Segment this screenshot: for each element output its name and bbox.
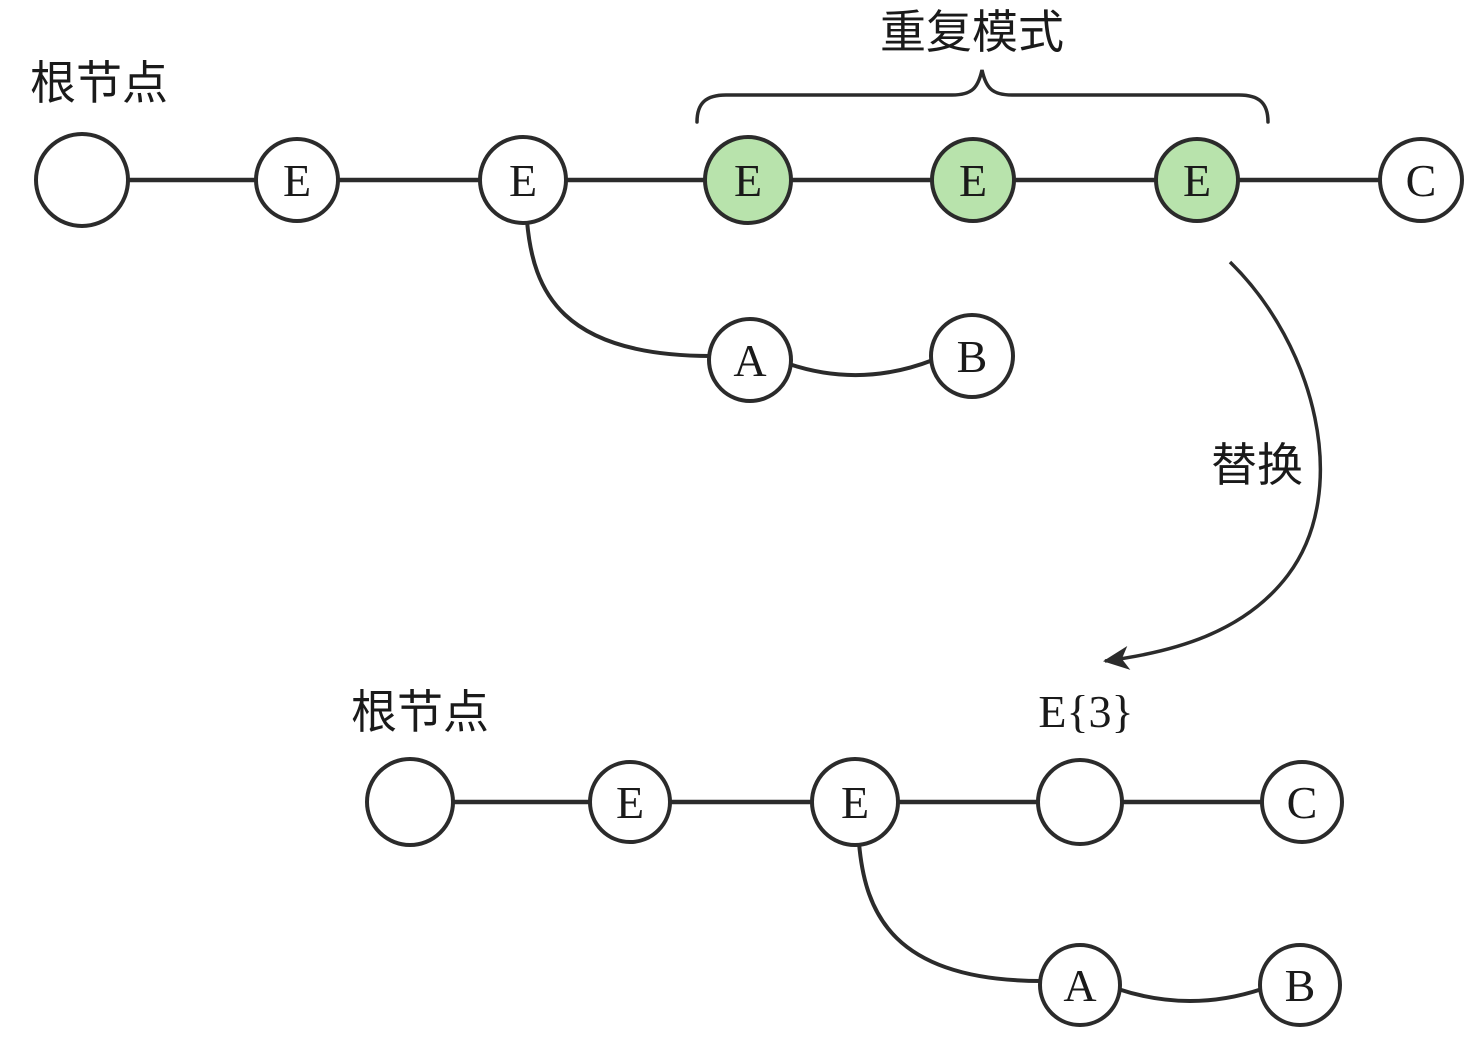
node-t-root [34, 132, 130, 228]
edge-t-e2-t-a [525, 219, 713, 358]
node-b-c [1260, 760, 1344, 844]
node-t-e3 [703, 135, 793, 225]
node-t-e4 [930, 137, 1016, 223]
node-t-c [1378, 137, 1464, 223]
node-b-b [1258, 943, 1342, 1027]
node-label-b-a: A [1063, 960, 1096, 1011]
repeat-pattern-brace [695, 69, 1270, 124]
node-t-e2 [478, 135, 568, 225]
node-label-b-e1: E [616, 777, 644, 828]
node-t-e5 [1154, 137, 1240, 223]
node-b-rep [1036, 758, 1124, 846]
replace-label: 替换 [1211, 440, 1303, 491]
node-t-e1 [254, 137, 340, 223]
node-b-a [1038, 943, 1122, 1027]
edge-b-e2-b-a [857, 841, 1044, 983]
node-b-e2 [810, 757, 900, 847]
node-label-t-e4: E [959, 155, 987, 206]
node-label-b-c: C [1287, 777, 1318, 828]
replace-arrow [1103, 260, 1323, 670]
repeat-pattern-label: 重复模式 [880, 7, 1064, 58]
node-label-t-b: B [957, 331, 988, 382]
node-t-a [707, 317, 793, 403]
edge-b-a-b-b [1116, 987, 1264, 1003]
root-label-bottom: 根节点 [351, 687, 489, 738]
e-count-label: E{3} [1038, 686, 1134, 737]
edge-t-a-t-b [787, 358, 935, 378]
node-label-b-e2: E [841, 777, 869, 828]
node-b-e1 [588, 760, 672, 844]
node-label-t-e1: E [283, 155, 311, 206]
root-label-top: 根节点 [30, 58, 168, 109]
node-label-t-e3: E [734, 155, 762, 206]
node-b-root [365, 757, 455, 847]
node-label-t-e5: E [1183, 155, 1211, 206]
node-t-b [929, 313, 1015, 399]
node-label-t-c: C [1406, 155, 1437, 206]
node-label-t-a: A [733, 335, 766, 386]
node-label-b-b: B [1285, 960, 1316, 1011]
node-label-t-e2: E [509, 155, 537, 206]
